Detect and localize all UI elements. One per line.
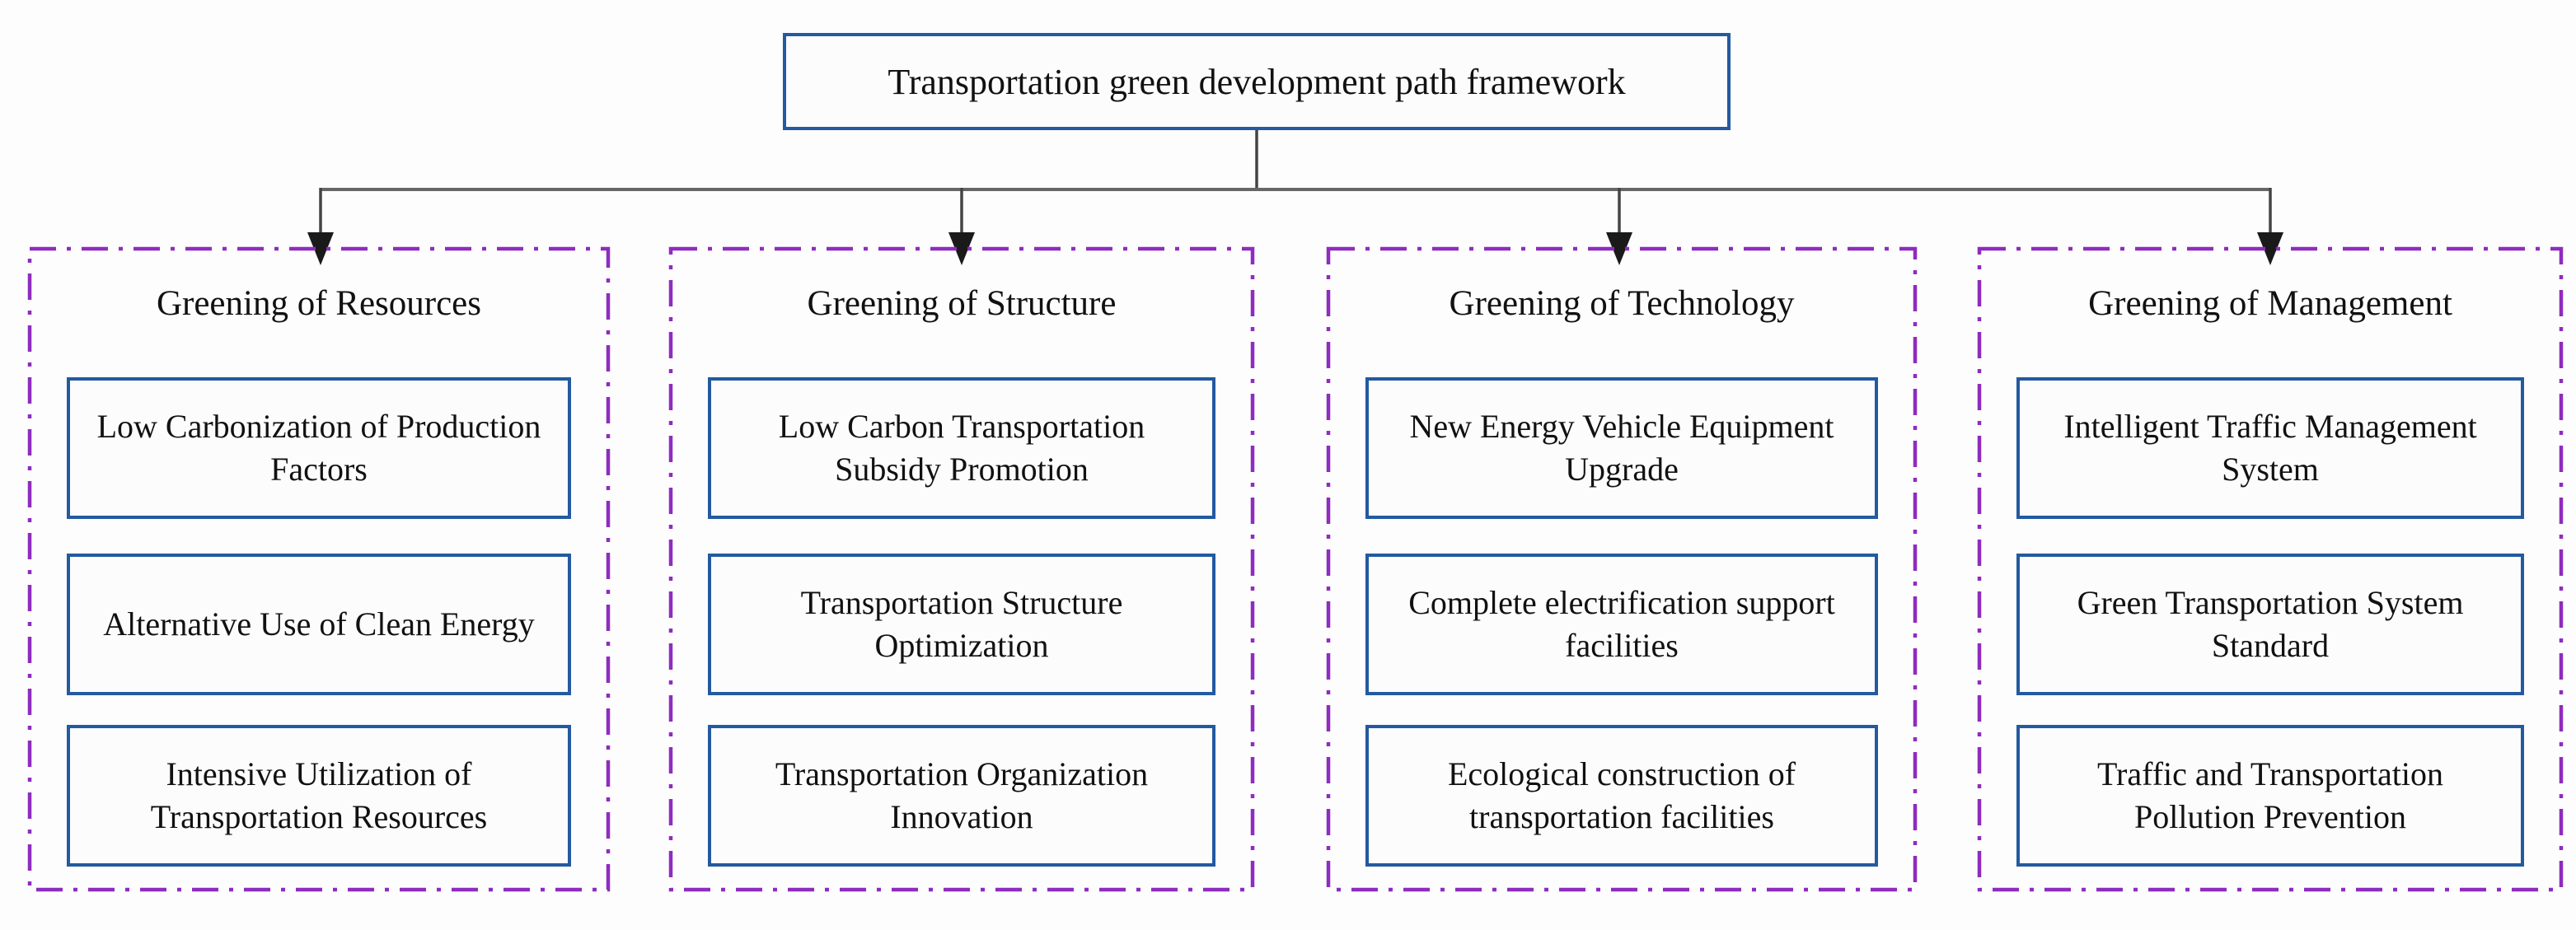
connector-arrowhead-icon	[307, 232, 334, 265]
group-dashed-border-resources	[27, 246, 611, 892]
path-item-box: Complete electrification support facilit…	[1365, 554, 1878, 695]
group-heading-resources: Greening of Resources	[156, 283, 482, 323]
path-item-box: Low Carbonization of Production Factors	[67, 377, 571, 519]
group-heading-structure: Greening of Structure	[807, 283, 1117, 323]
framework-title: Transportation green development path fr…	[888, 61, 1626, 102]
connector-arrowhead-icon	[2257, 232, 2283, 265]
path-item-box: New Energy Vehicle Equipment Upgrade	[1365, 377, 1878, 519]
group-heading-management: Greening of Management	[2088, 283, 2452, 323]
group-dashed-border-structure	[668, 246, 1255, 892]
path-item-box: Intensive Utilization of Transportation …	[67, 725, 571, 867]
path-item-box: Traffic and Transportation Pollution Pre…	[2016, 725, 2524, 867]
group-dashed-border-technology	[1326, 246, 1918, 892]
path-item-box: Transportation Organization Innovation	[708, 725, 1215, 867]
framework-title-box: Transportation green development path fr…	[783, 33, 1731, 130]
connector-arrowhead-icon	[1606, 232, 1632, 265]
group-heading-technology: Greening of Technology	[1449, 283, 1795, 323]
group-dashed-border-management	[1977, 246, 2564, 892]
path-item-box: Transportation Structure Optimization	[708, 554, 1215, 695]
path-item-box: Intelligent Traffic Management System	[2016, 377, 2524, 519]
path-item-box: Low Carbon Transportation Subsidy Promot…	[708, 377, 1215, 519]
path-item-box: Green Transportation System Standard	[2016, 554, 2524, 695]
path-item-box: Alternative Use of Clean Energy	[67, 554, 571, 695]
connector-arrowhead-icon	[948, 232, 975, 265]
path-item-box: Ecological construction of transportatio…	[1365, 725, 1878, 867]
